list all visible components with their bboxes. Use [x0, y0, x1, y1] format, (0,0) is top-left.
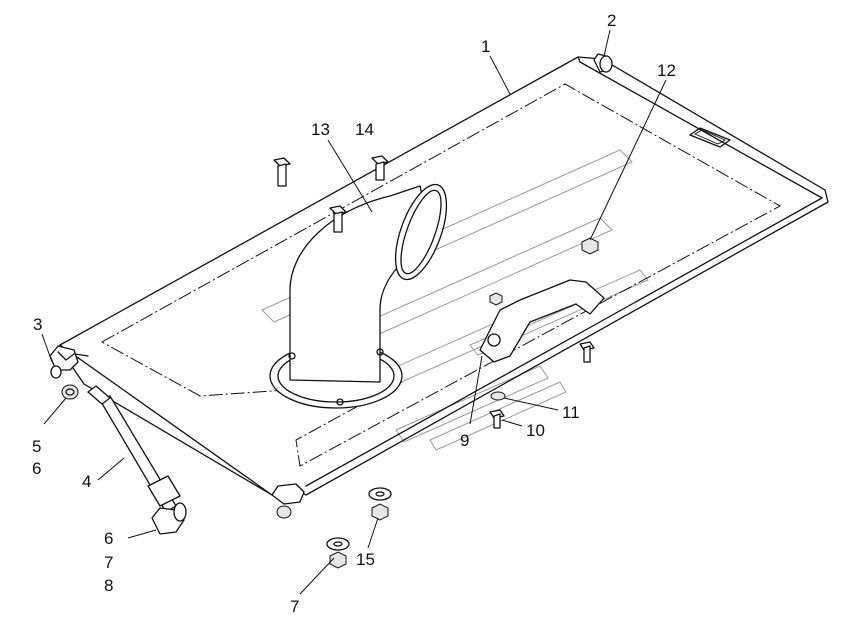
callout-13: 13: [311, 120, 330, 139]
gas-strut: [87, 385, 187, 535]
washer: [490, 391, 506, 401]
nut: [489, 292, 503, 306]
nut: [61, 384, 79, 400]
callout-15: 15: [356, 550, 375, 569]
callout-12: 12: [657, 61, 676, 80]
callout-9: 9: [460, 431, 469, 450]
callout-4: 4: [82, 472, 91, 491]
hinge-bracket: [49, 345, 79, 379]
washer: [326, 537, 350, 551]
callout-10: 10: [526, 421, 545, 440]
callout-11: 11: [562, 403, 580, 422]
bolt: [371, 155, 389, 181]
callout-3: 3: [33, 315, 42, 334]
bolt: [329, 205, 347, 233]
mounting-tab: [271, 483, 305, 519]
washer: [368, 487, 392, 501]
bolt: [579, 341, 595, 363]
handle-bracket: [479, 279, 605, 363]
elbow-pipe: [269, 183, 448, 409]
bolt: [273, 157, 291, 187]
callout-14: 14: [355, 120, 374, 139]
nut: [329, 551, 347, 569]
callout-6-strut-top: 6: [32, 459, 41, 478]
cover-panel: [59, 56, 829, 496]
leader-lines: [41, 29, 667, 595]
callout-5: 5: [32, 437, 41, 456]
callout-7-strut: 7: [104, 553, 113, 572]
nut: [371, 503, 389, 521]
nut: [581, 237, 599, 255]
callout-labels: 1 2 3 4 5 6 6 7 8 7 9 10 11 12 13 14 15: [32, 11, 676, 616]
callout-7-washer: 7: [290, 597, 299, 616]
callout-1: 1: [481, 37, 490, 56]
bolt: [489, 409, 505, 429]
callout-8: 8: [104, 576, 113, 595]
hinge-pin: [593, 53, 613, 73]
callout-6-strut-bottom: 6: [104, 529, 113, 548]
callout-2: 2: [607, 11, 616, 30]
